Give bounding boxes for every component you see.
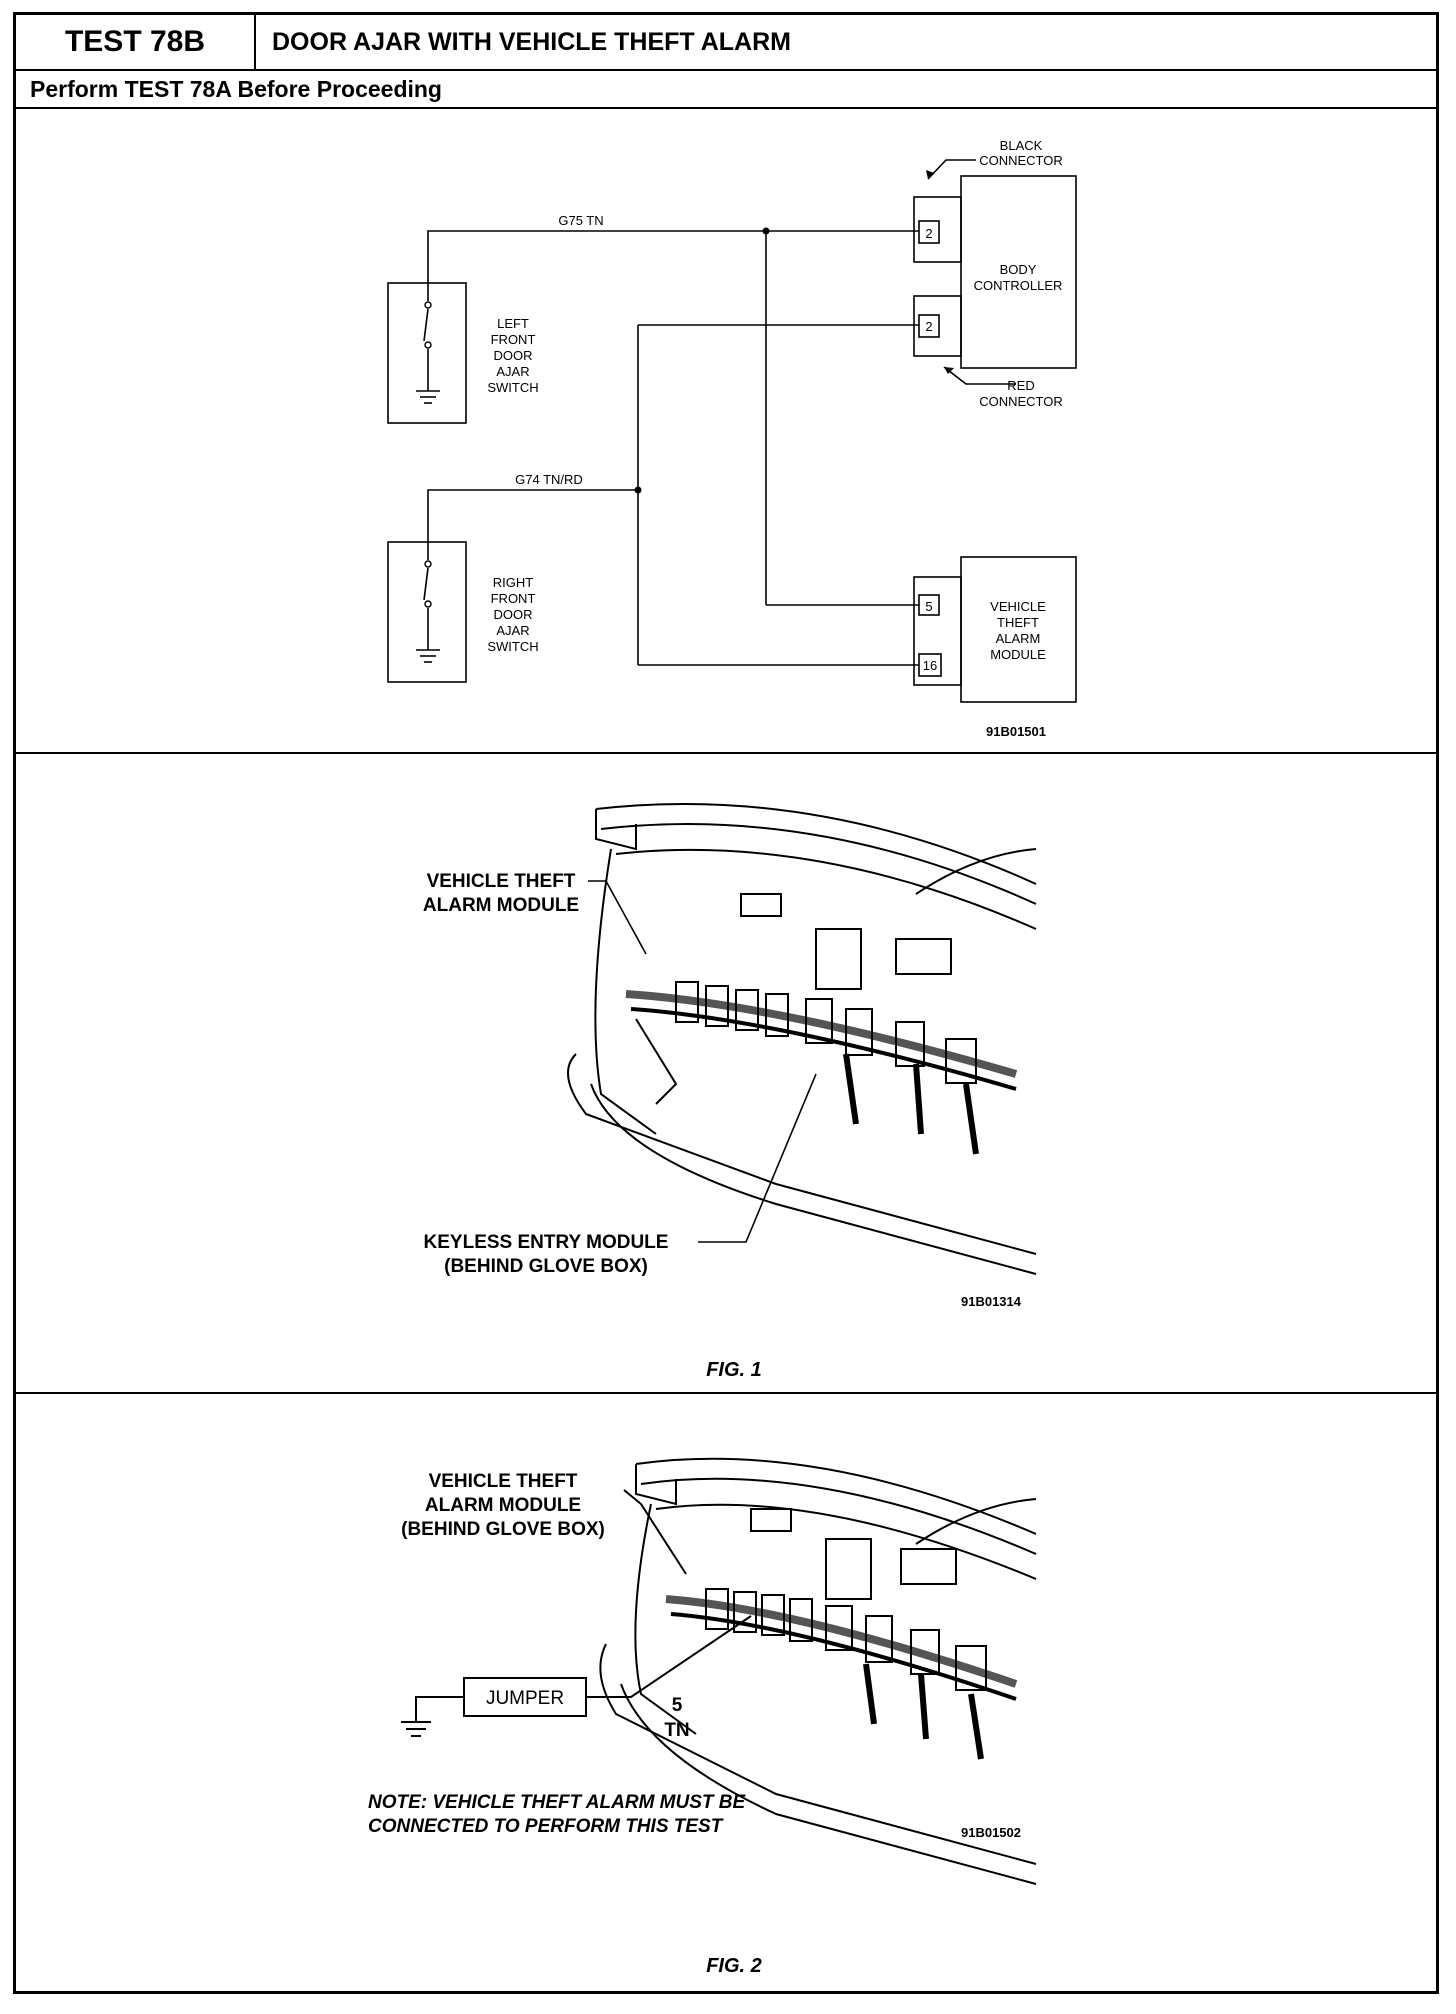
wire-g74-label: G74 TN/RD [515, 472, 583, 487]
pin-red: 2 [925, 319, 932, 334]
left-switch-box [387, 282, 467, 424]
right-switch-label-3: DOOR [494, 607, 533, 622]
right-switch-label-1: RIGHT [493, 575, 534, 590]
vta-label-2: THEFT [997, 615, 1039, 630]
black-connector-label-2: CONNECTOR [979, 153, 1063, 168]
fig1-keyless-label-1: KEYLESS ENTRY MODULE [424, 1232, 669, 1253]
fig2-caption: FIG. 2 [706, 1955, 762, 1977]
schematic-code: 91B01501 [986, 724, 1046, 739]
red-connector-label-2: CONNECTOR [979, 394, 1063, 409]
fig1-code: 91B01314 [961, 1294, 1022, 1309]
body-controller-label-2: CONTROLLER [974, 278, 1063, 293]
test-header: TEST 78B DOOR AJAR WITH VEHICLE THEFT AL… [16, 15, 1436, 71]
schematic-panel: BLACK CONNECTOR RED CONNECTOR BODY CONTR… [16, 109, 1436, 754]
left-switch-label-4: AJAR [496, 364, 529, 379]
right-switch-box [387, 541, 467, 683]
fig2-illustration: VEHICLE THEFT ALARM MODULE (BEHIND GLOVE… [368, 1457, 1037, 1977]
right-switch-label-2: FRONT [491, 591, 536, 606]
wiring-schematic: BLACK CONNECTOR RED CONNECTOR BODY CONTR… [387, 138, 1077, 739]
fig2-code: 91B01502 [961, 1825, 1021, 1840]
body-controller-box [960, 175, 1077, 369]
fig1-vta-label-1: VEHICLE THEFT [427, 871, 576, 892]
fig2-note-2: CONNECTED TO PERFORM THIS TEST [368, 1816, 724, 1837]
vta-label-1: VEHICLE [990, 599, 1046, 614]
fig2-wire: TN [664, 1720, 689, 1741]
left-switch-label-1: LEFT [497, 316, 529, 331]
fig1-caption: FIG. 1 [706, 1359, 762, 1381]
pin-vta-b: 16 [923, 658, 937, 673]
jumper-label: JUMPER [486, 1688, 564, 1709]
left-switch-label-2: FRONT [491, 332, 536, 347]
left-switch-label-3: DOOR [494, 348, 533, 363]
fig2-vta-label-2: ALARM MODULE [425, 1495, 581, 1516]
vta-label-4: MODULE [990, 647, 1046, 662]
test-id: TEST 78B [16, 15, 256, 69]
left-switch-label-5: SWITCH [487, 380, 538, 395]
prerequisite-row: Perform TEST 78A Before Proceeding [16, 71, 1436, 109]
wire-g75 [427, 230, 919, 283]
prerequisite-text: Perform TEST 78A Before Proceeding [30, 75, 442, 102]
pin-vta-a: 5 [925, 599, 932, 614]
test-title: DOOR AJAR WITH VEHICLE THEFT ALARM [272, 27, 791, 56]
page-frame: TEST 78B DOOR AJAR WITH VEHICLE THEFT AL… [13, 12, 1439, 1994]
wire-g75-label: G75 TN [558, 213, 603, 228]
wire-g74 [427, 489, 638, 542]
red-connector-label-1: RED [1007, 378, 1034, 393]
fig2-note-1: NOTE: VEHICLE THEFT ALARM MUST BE [368, 1792, 746, 1813]
black-connector-label-1: BLACK [1000, 138, 1043, 153]
pin-black: 2 [925, 226, 932, 241]
right-switch-label-4: AJAR [496, 623, 529, 638]
fig2-vta-label-3: (BEHIND GLOVE BOX) [401, 1519, 605, 1540]
fig1-panel: VEHICLE THEFT ALARM MODULE KEYLESS ENTRY… [16, 754, 1436, 1394]
fig1-illustration: VEHICLE THEFT ALARM MODULE KEYLESS ENTRY… [423, 803, 1037, 1381]
right-switch-label-5: SWITCH [487, 639, 538, 654]
fig1-keyless-label-2: (BEHIND GLOVE BOX) [444, 1256, 648, 1277]
fig2-pin: 5 [672, 1695, 683, 1716]
vta-label-3: ALARM [996, 631, 1041, 646]
fig2-panel: VEHICLE THEFT ALARM MODULE (BEHIND GLOVE… [16, 1394, 1436, 1994]
fig2-vta-label-1: VEHICLE THEFT [429, 1471, 578, 1492]
body-controller-label-1: BODY [1000, 262, 1037, 277]
fig1-vta-label-2: ALARM MODULE [423, 895, 579, 916]
